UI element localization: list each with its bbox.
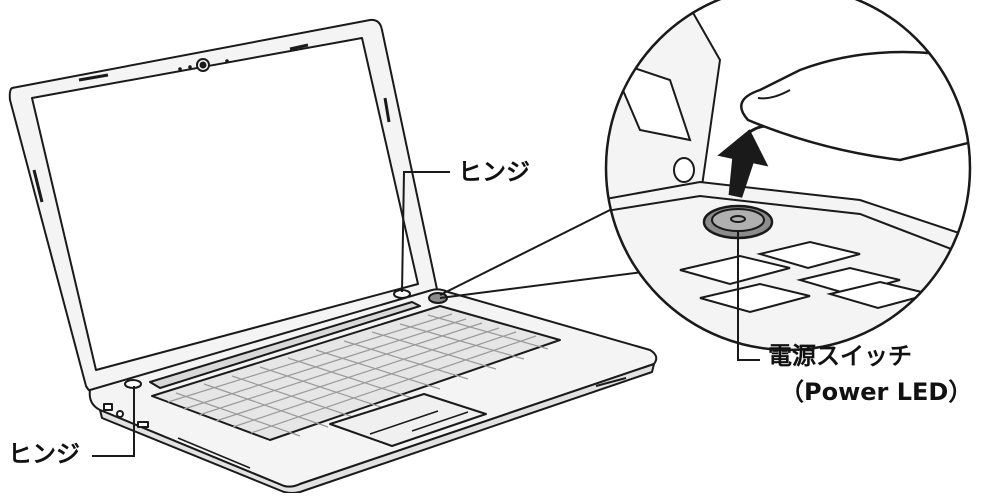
hinge-label-top: ヒンジ <box>458 160 530 184</box>
power-led-label: （Power LED） <box>780 380 972 404</box>
power-switch-label: 電源スイッチ <box>768 344 912 368</box>
hinge-label-bottom: ヒンジ <box>8 442 80 466</box>
